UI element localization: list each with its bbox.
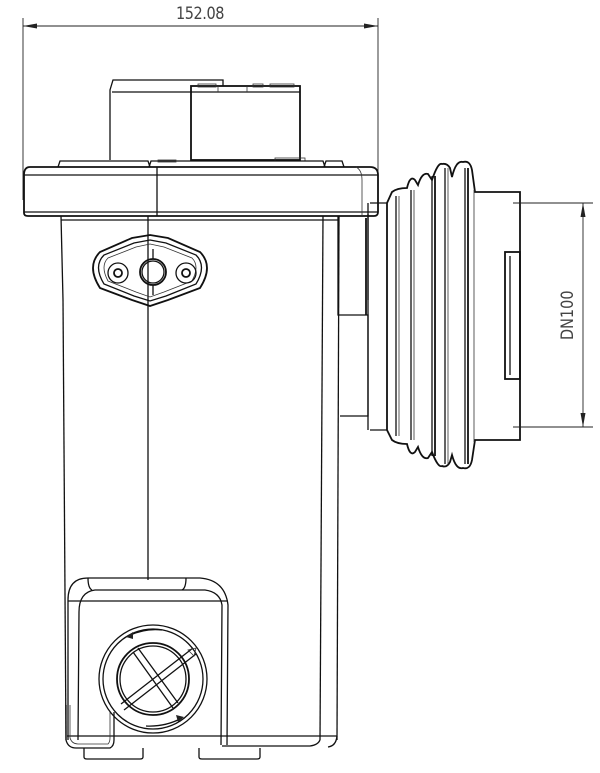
dimension-outlet-diameter <box>513 202 593 428</box>
tank-body <box>60 214 369 741</box>
inspection-cap-dial <box>98 624 208 734</box>
dimension-overall-width <box>22 18 379 200</box>
dimension-label-overall-width: 152.08 <box>176 4 225 24</box>
inspection-box <box>65 577 338 760</box>
dimension-label-outlet-diameter: DN100 <box>558 290 578 340</box>
bellows-outlet <box>367 160 521 470</box>
motor-housing <box>109 79 306 162</box>
top-cover <box>23 166 379 217</box>
lid-plate <box>57 159 345 168</box>
cable-gland <box>92 234 208 307</box>
